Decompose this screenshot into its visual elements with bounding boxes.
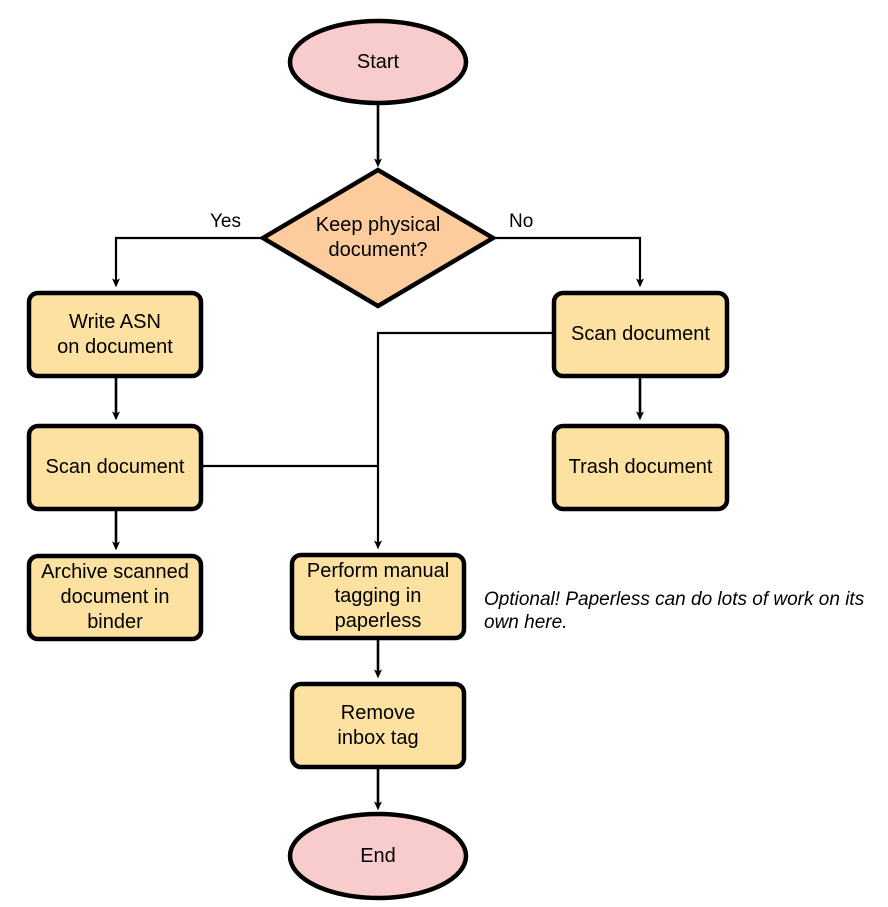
node-keep-physical-document[interactable] bbox=[258, 167, 498, 309]
edge-decision-yes-to-write-asn bbox=[112, 236, 263, 288]
node-start[interactable] bbox=[287, 18, 469, 106]
edge-label-yes: Yes bbox=[210, 211, 241, 232]
node-scan-document-left[interactable] bbox=[26, 423, 204, 512]
node-remove-inbox-tag[interactable] bbox=[289, 681, 467, 770]
optional-note-annotation: Optional! Paperless can do lots of work … bbox=[484, 589, 865, 633]
node-archive-scanned-document[interactable] bbox=[26, 553, 204, 642]
node-end[interactable] bbox=[287, 811, 469, 901]
edge-label-no: No bbox=[509, 211, 534, 232]
node-write-asn[interactable] bbox=[26, 290, 204, 379]
node-perform-manual-tagging[interactable] bbox=[289, 552, 467, 641]
edge-scan-right-to-manual-tagging bbox=[374, 331, 552, 550]
edge-decision-no-to-scan-right bbox=[493, 236, 644, 288]
node-scan-document-right[interactable] bbox=[551, 290, 730, 379]
node-trash-document[interactable] bbox=[551, 423, 730, 512]
